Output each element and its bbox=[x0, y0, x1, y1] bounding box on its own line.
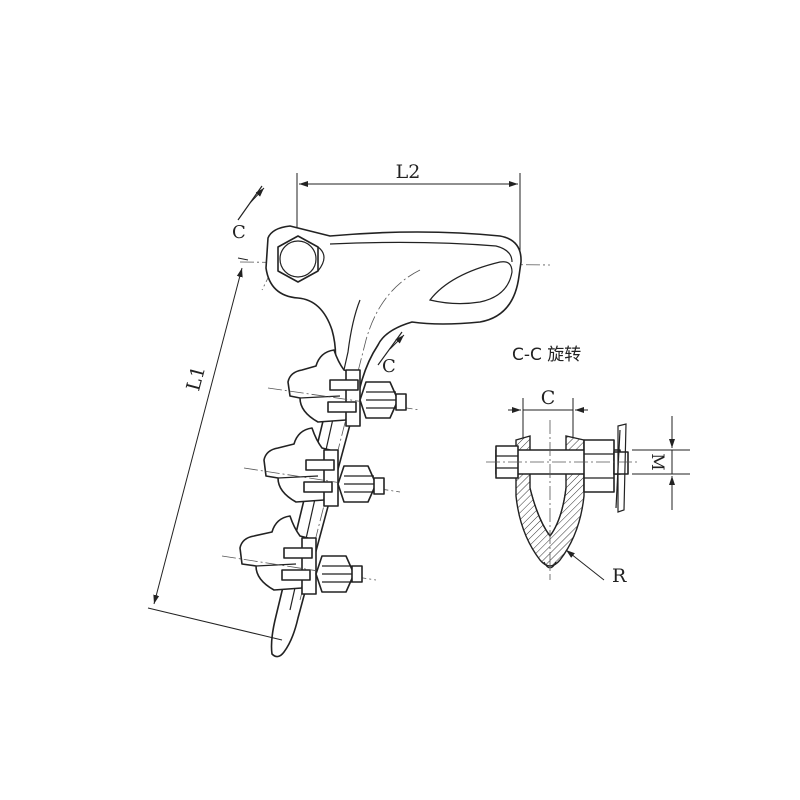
r-label: R bbox=[612, 565, 627, 587]
main-view: L2 C C bbox=[147, 161, 551, 658]
m-label: M bbox=[647, 453, 667, 470]
section-mark-upper: C bbox=[232, 185, 265, 243]
keeper-group-1 bbox=[267, 349, 421, 427]
c-dimension: C bbox=[508, 387, 588, 440]
keeper-group-2 bbox=[243, 427, 401, 507]
section-view: C-C 旋转 C bbox=[486, 345, 690, 587]
m-dimension: M bbox=[632, 416, 690, 510]
l1-dimension: L1 bbox=[147, 257, 283, 641]
hex-bolt-head bbox=[277, 235, 319, 283]
l2-label: L2 bbox=[396, 161, 421, 183]
section-mark-lower-label: C bbox=[382, 356, 396, 377]
clamp-body bbox=[265, 225, 522, 658]
section-mark-lower: C bbox=[377, 331, 405, 377]
section-mark-upper-label: C bbox=[232, 222, 246, 243]
section-title: C-C 旋转 bbox=[512, 345, 581, 365]
c-label: C bbox=[541, 387, 556, 409]
l1-label: L1 bbox=[182, 364, 210, 394]
section-nut bbox=[583, 439, 615, 493]
r-dimension: R bbox=[565, 549, 627, 587]
keeper-group-3 bbox=[221, 515, 377, 595]
